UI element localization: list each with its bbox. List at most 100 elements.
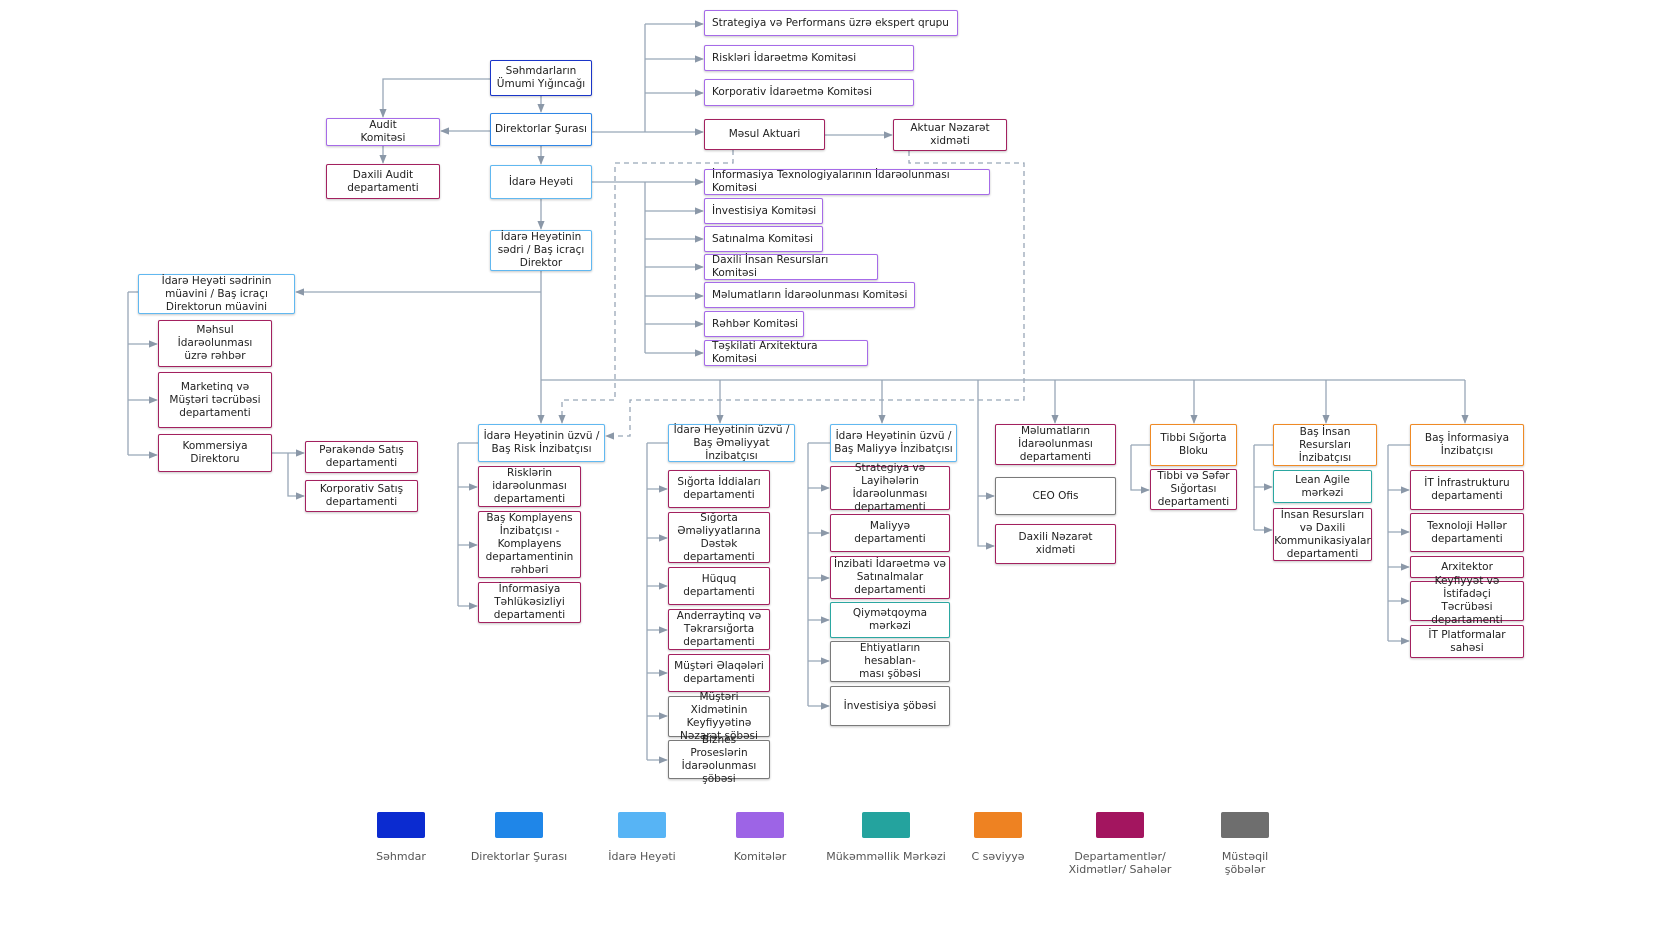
legend-label: Departamentlər/ Xidmətlər/ Sahələr <box>1068 850 1172 876</box>
legend-label: Səhmdar <box>376 850 426 863</box>
board-of-directors-box: Direktorlar Şurası <box>490 113 592 146</box>
coo-label: İdarə Heyətinin üzvü / Baş Əməliyyat İnz… <box>673 423 790 462</box>
legend-label: Direktorlar Şurası <box>470 850 568 863</box>
admin-procurement-label: İnzibati İdarəetmə və Satınalmalar depar… <box>834 558 946 596</box>
lean-agile-label: Lean Agile mərkəzi <box>1295 473 1350 499</box>
bpm-label: Biznes Proseslərin İdarəolunması şöbəsi <box>681 733 757 785</box>
org-arch-committee-box: Təşkilati Arxitektura Komitəsi <box>704 340 868 366</box>
legal-label: Hüquq departamenti <box>683 573 755 598</box>
internal-control-box: Daxili Nəzarət xidməti <box>995 524 1116 564</box>
corporate-sales-box: Korporativ Satış departamenti <box>305 480 418 512</box>
infosec-label: İnformasiya Təhlükəsizliyi departamenti <box>493 583 566 621</box>
claims-label: Sığorta İddiaları departamenti <box>677 476 761 501</box>
marketing-dept-label: Marketinq və Müştəri təcrübəsi departame… <box>169 380 261 419</box>
deputy-ceo-box: İdarə Heyəti sədrinin müavini / Baş icra… <box>138 274 295 314</box>
underwriting-box: Anderraytinq və Təkrarsığorta departamen… <box>668 609 770 650</box>
actuary-control-box: Aktuar Nəzarət xidməti <box>893 119 1007 151</box>
it-committee-box: İnformasiya Texnologiyalarının İdarəolun… <box>704 169 990 195</box>
chro-box: Baş İnsan Resursları İnzibatçısı <box>1273 424 1377 466</box>
product-head-box: Məhsul İdarəolunması üzrə rəhbər <box>158 320 272 367</box>
legend-label: İdarə Heyəti <box>608 850 676 863</box>
architect-box: Arxitektor <box>1410 556 1524 578</box>
legend-swatch <box>618 812 666 838</box>
audit-committee-label: Audit Komitəsi <box>360 119 406 144</box>
investment-committee-label: İnvestisiya Komitəsi <box>712 204 817 217</box>
ceo-label: İdarə Heyətinin sədri / Baş icraçı Direk… <box>497 231 585 269</box>
finance-dept-label: Maliyyə departamenti <box>854 520 926 545</box>
shareholders-meeting-label: Səhmdarların Ümumi Yığıncağı <box>496 65 586 90</box>
pricing-center-label: Qiymətqoyma mərkəzi <box>852 607 928 632</box>
legend-item-committees: Komitələr <box>680 812 840 863</box>
cio-label: Baş İnformasiya İnzibatçısı <box>1424 432 1510 457</box>
marketing-dept-box: Marketinq və Müştəri təcrübəsi departame… <box>158 372 272 428</box>
tech-solutions-box: Texnoloji Həllər departamenti <box>1410 513 1524 552</box>
legal-box: Hüquq departamenti <box>668 567 770 605</box>
legend-item-independent: Müstəqil şöbələr <box>1165 812 1325 876</box>
connector-line <box>977 380 995 550</box>
actuary-control-label: Aktuar Nəzarət xidməti <box>910 122 990 147</box>
hr-committee-box: Daxili İnsan Resursları Komitəsi <box>704 254 878 280</box>
it-platforms-box: İT Platformalar sahəsi <box>1410 625 1524 658</box>
legend-swatch <box>862 812 910 838</box>
legend-item-shareholders: Səhmdar <box>321 812 481 863</box>
cro-label: İdarə Heyətinin üzvü / Baş Risk İnzibatç… <box>483 430 600 455</box>
strategy-group-label: Strategiya və Performans üzrə ekspert qr… <box>712 16 949 29</box>
legend-swatch <box>974 812 1022 838</box>
client-relations-box: Müştəri Əlaqələri departamenti <box>668 654 770 692</box>
org-arch-committee-label: Təşkilati Arxitektura Komitəsi <box>712 340 818 365</box>
data-mgmt-dept-box: Məlumatların İdarəolunması departamenti <box>995 424 1116 465</box>
cfo-label: İdarə Heyətinin üzvü / Baş Maliyyə İnzib… <box>834 430 953 455</box>
management-board-box: İdarə Heyəti <box>490 165 592 199</box>
data-committee-box: Məlumatların İdarəolunması Komitəsi <box>704 282 915 308</box>
cro-box: İdarə Heyətinin üzvü / Baş Risk İnzibatç… <box>478 424 605 462</box>
risk-committee-box: Riskləri İdarəetmə Komitəsi <box>704 45 914 71</box>
chro-label: Baş İnsan Resursları İnzibatçısı <box>1298 425 1352 464</box>
reserves-unit-box: Ehtiyatların hesablan- ması şöbəsi <box>830 641 950 682</box>
lean-agile-box: Lean Agile mərkəzi <box>1273 470 1372 503</box>
service-quality-box: Müştəri Xidmətinin Keyfiyyətinə Nəzarət … <box>668 691 770 742</box>
quality-ux-label: Keyfiyyət və İstifadəçi Təcrübəsi depart… <box>1431 575 1503 626</box>
management-board-label: İdarə Heyəti <box>508 175 574 188</box>
underwriting-label: Anderraytinq və Təkrarsığorta departamen… <box>676 610 762 648</box>
legend-swatch <box>1096 812 1144 838</box>
it-infra-box: İT İnfrastrukturu departamenti <box>1410 470 1524 510</box>
data-committee-label: Məlumatların İdarəolunması Komitəsi <box>712 288 908 301</box>
audit-committee-box: Audit Komitəsi <box>326 118 440 146</box>
procurement-committee-box: Satınalma Komitəsi <box>704 226 823 252</box>
risk-dept-label: Risklərin idarəolunması departamenti <box>492 467 567 505</box>
it-committee-label: İnformasiya Texnologiyalarının İdarəolun… <box>712 169 950 194</box>
connector-line <box>558 150 734 424</box>
legend-swatch <box>1221 812 1269 838</box>
actuary-label: Məsul Aktuari <box>728 128 801 140</box>
tech-solutions-label: Texnoloji Həllər departamenti <box>1427 519 1507 545</box>
risk-committee-label: Riskləri İdarəetmə Komitəsi <box>712 51 857 64</box>
bpm-box: Biznes Proseslərin İdarəolunması şöbəsi <box>668 734 770 785</box>
corporate-sales-label: Korporativ Satış departamenti <box>319 483 404 508</box>
strategy-projects-box: Strategiya və Layihələrin İdarəolunması … <box>830 462 950 513</box>
finance-dept-box: Maliyyə departamenti <box>830 514 950 552</box>
health-block-box: Tibbi Sığorta Bloku <box>1150 424 1237 466</box>
legend-swatch <box>377 812 425 838</box>
investment-committee-box: İnvestisiya Komitəsi <box>704 198 823 224</box>
retail-sales-label: Pərakəndə Satış departamenti <box>319 444 404 469</box>
it-infra-label: İT İnfrastrukturu departamenti <box>1424 477 1510 502</box>
leaders-committee-label: Rəhbər Komitəsi <box>712 317 799 330</box>
procurement-committee-label: Satınalma Komitəsi <box>712 232 814 245</box>
corp-gov-committee-box: Korporativ İdarəetmə Komitəsi <box>704 79 914 106</box>
investment-unit-label: İnvestisiya şöbəsi <box>843 699 937 712</box>
service-quality-label: Müştəri Xidmətinin Keyfiyyətinə Nəzarət … <box>680 690 758 742</box>
actuary-box: Məsul Aktuari <box>704 119 825 150</box>
admin-procurement-box: İnzibati İdarəetmə və Satınalmalar depar… <box>830 556 950 599</box>
hr-comms-label: İnsan Resursları və Daxili Kommunikasiya… <box>1274 508 1371 560</box>
commercial-director-label: Kommersiya Direktoru <box>182 440 248 465</box>
commercial-director-box: Kommersiya Direktoru <box>158 434 272 472</box>
health-travel-label: Tibbi və Səfər Sığortası departamenti <box>1157 470 1230 508</box>
ops-support-box: Sığorta Əməliyyatlarına Dəstək departame… <box>668 512 770 563</box>
connector-line <box>605 151 1025 440</box>
strategy-projects-label: Strategiya və Layihələrin İdarəolunması … <box>852 462 928 513</box>
deputy-ceo-label: İdarə Heyəti sədrinin müavini / Baş icra… <box>161 274 272 313</box>
cfo-box: İdarə Heyətinin üzvü / Baş Maliyyə İnzib… <box>830 424 957 462</box>
ceo-office-box: CEO Ofis <box>995 477 1116 515</box>
